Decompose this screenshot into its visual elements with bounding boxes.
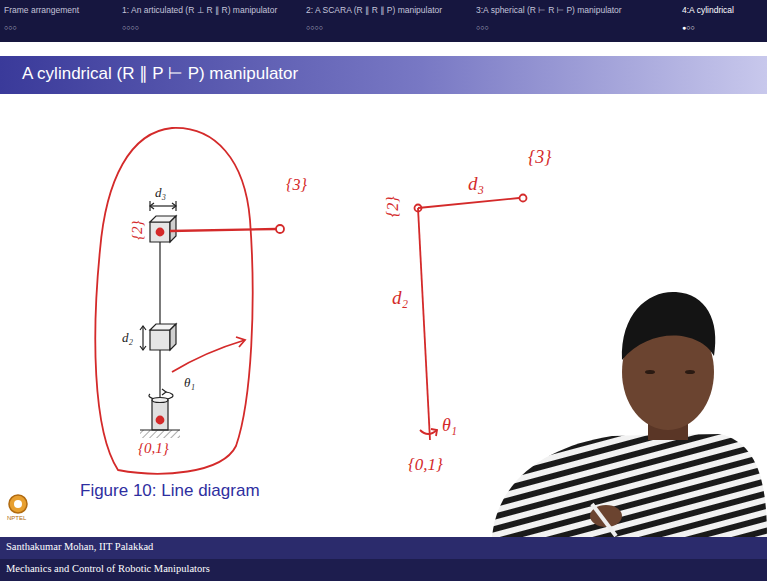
presenter xyxy=(645,370,655,374)
frame-sketch xyxy=(520,195,527,202)
footer-author: Santhakumar Mohan, IIT Palakkad xyxy=(6,541,153,553)
line-diagram xyxy=(149,201,150,211)
presenter xyxy=(492,434,767,537)
figure-caption: Figure 10: Line diagram xyxy=(80,482,260,501)
frame-label: {3} xyxy=(528,148,551,168)
frame-sketch xyxy=(418,198,519,208)
line-diagram xyxy=(159,242,160,330)
nav-dots: ○○○ xyxy=(4,24,17,32)
frame-label: {2} xyxy=(129,221,146,241)
presenter xyxy=(622,292,715,360)
footer-bar xyxy=(0,537,767,581)
joint-variable: d₂ xyxy=(392,288,408,309)
pen-annotation xyxy=(157,417,164,424)
joint-variable: d₃ xyxy=(155,186,166,200)
line-diagram xyxy=(162,389,166,395)
title-band xyxy=(0,56,767,94)
joint-variable: θ₁ xyxy=(184,376,195,390)
nptel-logo xyxy=(9,495,27,513)
line-diagram xyxy=(159,350,160,400)
pen-annotation xyxy=(172,340,245,372)
title-band xyxy=(0,56,767,94)
frame-label: {3} xyxy=(286,176,307,194)
frame-sketch xyxy=(431,429,437,436)
line-diagram xyxy=(150,203,154,209)
pen-annotation xyxy=(170,229,276,231)
frame-label: {2} xyxy=(384,196,402,217)
presenter xyxy=(492,434,767,537)
line-diagram xyxy=(170,324,176,350)
joint-variable: θ₁ xyxy=(442,416,457,436)
nav-section: 3:A spherical (R ⊢ R ⊢ P) manipulator xyxy=(476,6,622,15)
nav-bar xyxy=(0,0,767,42)
pen-annotation xyxy=(236,337,245,347)
nav-dots: ○○○○ xyxy=(306,24,323,32)
nav-bar xyxy=(0,0,767,42)
line-diagram xyxy=(175,201,176,211)
nav-dots: ○○○ xyxy=(476,24,489,32)
presenter xyxy=(560,499,640,537)
line-diagram xyxy=(152,398,168,403)
nav-dots: ○○○○ xyxy=(122,24,139,32)
footer-bar xyxy=(0,537,767,559)
line-diagram xyxy=(140,429,180,430)
nptel-logo xyxy=(14,500,22,508)
logo-text: NPTEL xyxy=(7,515,26,522)
frame-sketch xyxy=(420,430,437,434)
line-diagram xyxy=(150,330,170,350)
frame-sketch xyxy=(418,208,430,440)
pen-annotation xyxy=(95,128,284,474)
line-diagram xyxy=(140,346,146,350)
nav-section: 4:A cylindrical xyxy=(682,6,734,15)
presenter xyxy=(492,292,767,537)
pen-annotation xyxy=(276,225,284,233)
line-diagram xyxy=(140,201,180,438)
frame-label: {0,1} xyxy=(138,440,169,457)
pen-annotation xyxy=(95,128,252,474)
nav-section: Frame arrangement xyxy=(4,6,79,15)
presenter xyxy=(685,370,695,374)
footer-course: Mechanics and Control of Robotic Manipul… xyxy=(6,563,210,575)
line-diagram xyxy=(142,326,143,350)
line-diagram xyxy=(152,400,168,430)
joint-variable: d₂ xyxy=(122,331,133,345)
pen-annotation xyxy=(157,229,164,236)
nav-section: 1: An articulated (R ⊥ R ∥ R) manipulato… xyxy=(122,6,277,15)
line-diagram xyxy=(140,326,146,330)
line-diagram xyxy=(170,216,176,242)
frame-label: {0,1} xyxy=(408,456,443,475)
nav-dots: ●○○ xyxy=(682,24,695,32)
nptel-logo xyxy=(9,495,27,513)
line-diagram xyxy=(150,222,170,242)
joint-variable: d₃ xyxy=(468,174,484,195)
footer-bar xyxy=(0,559,767,581)
presenter xyxy=(592,504,616,536)
slide-title: A cylindrical (R ∥ P ⊢ P) manipulator xyxy=(22,65,298,84)
frame-sketch xyxy=(415,195,527,441)
line-diagram xyxy=(140,430,180,438)
nav-section: 2: A SCARA (R ∥ R ∥ P) manipulator xyxy=(306,6,442,15)
frame-sketch xyxy=(415,205,422,212)
line-diagram xyxy=(150,205,176,206)
